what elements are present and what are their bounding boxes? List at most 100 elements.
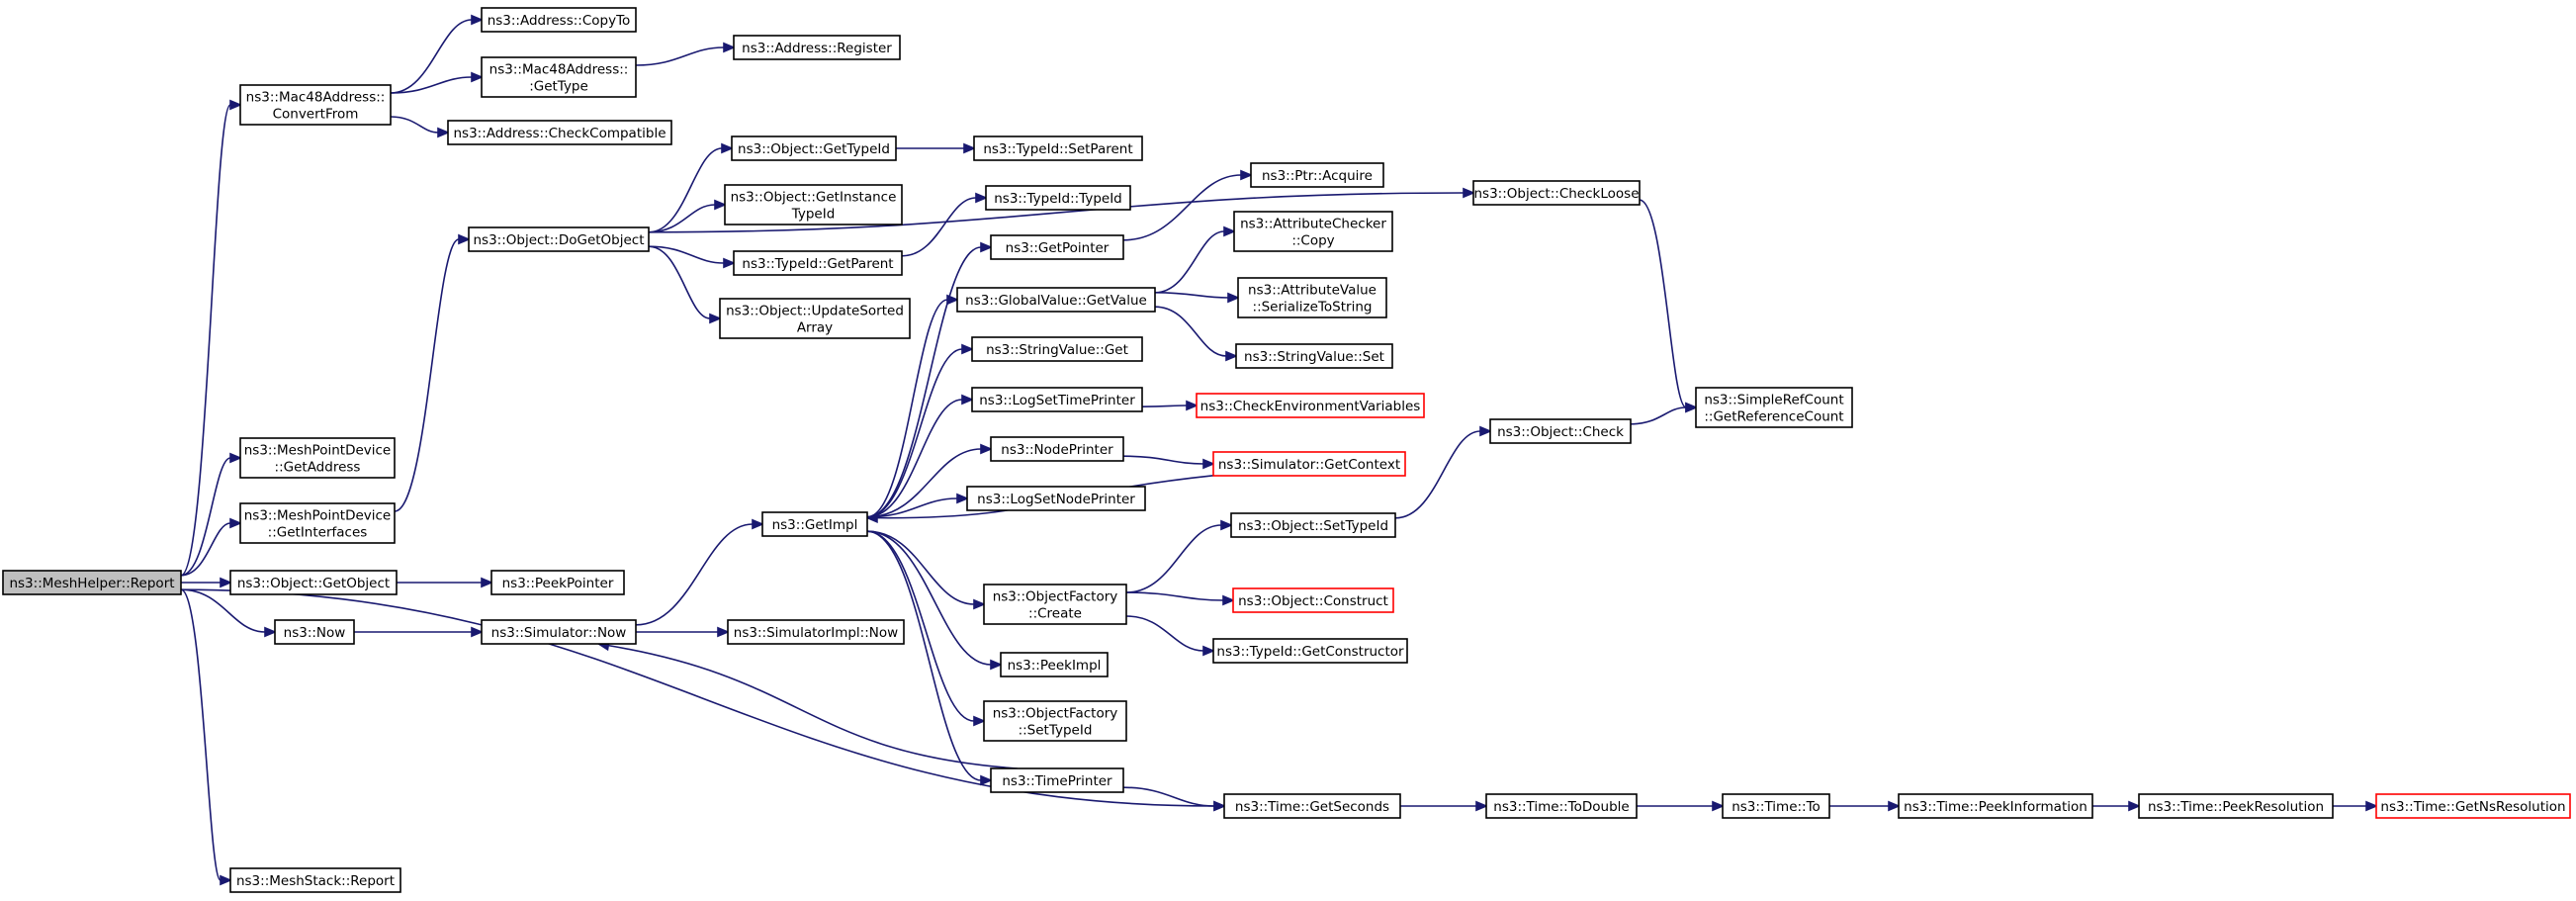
node-objfactory-settypeid[interactable]: ns3::ObjectFactory::SetTypeId [983,700,1127,742]
node-obj-getobject[interactable]: ns3::Object::GetObject [229,570,398,595]
node-dogetobject[interactable]: ns3::Object::DoGetObject [468,226,650,252]
node-peekpointer[interactable]: ns3::PeekPointer [490,570,625,595]
node-time-getnsres[interactable]: ns3::Time::GetNsResolution [2375,793,2571,819]
node-time-peekinfo[interactable]: ns3::Time::PeekInformation [1898,793,2093,819]
node-getimpl[interactable]: ns3::GetImpl [761,511,868,537]
node-getpointer[interactable]: ns3::GetPointer [990,234,1124,260]
node-label-mp-getaddress-0: ns3::MeshPointDevice [244,442,392,458]
node-checkenvvars[interactable]: ns3::CheckEnvironmentVariables [1196,393,1425,418]
node-obj-construct[interactable]: ns3::Object::Construct [1232,587,1394,613]
node-label-stringvalue-get-0: ns3::StringValue::Get [986,342,1128,358]
arrowhead-time-to-to-time-peekinfo [1888,800,1902,812]
node-obj-checkloose[interactable]: ns3::Object::CheckLoose [1472,180,1641,206]
node-box-stringvalue-get [971,336,1143,362]
node-label-addr-register-0: ns3::Address::Register [742,41,892,56]
node-timeprinter[interactable]: ns3::TimePrinter [990,767,1124,793]
node-time-getseconds[interactable]: ns3::Time::GetSeconds [1223,793,1401,819]
node-label-gv-getvalue-0: ns3::GlobalValue::GetValue [965,293,1147,309]
edge-dogetobject-to-obj-checkloose [648,192,1465,233]
node-attrvalue-serialize[interactable]: ns3::AttributeValue::SerializeToString [1237,277,1387,318]
node-report[interactable]: ns3::MeshHelper::Report [2,570,182,595]
node-box-getpointer [990,234,1124,260]
node-obj-check[interactable]: ns3::Object::Check [1489,418,1632,444]
node-box-obj-checkloose [1472,180,1641,206]
node-obj-gettypeid[interactable]: ns3::Object::GetTypeId [731,135,897,161]
node-label-obj-checkloose-0: ns3::Object::CheckLoose [1473,186,1639,202]
arrowhead-dogetobject-to-typeid-getparent [723,257,737,269]
node-objfactory-create[interactable]: ns3::ObjectFactory::Create [983,584,1127,625]
node-simimpl-now[interactable]: ns3::SimulatorImpl::Now [727,619,905,645]
node-box-dogetobject [468,226,650,252]
arrowhead-mp-getinterfaces-to-dogetobject [458,233,472,245]
node-attrchecker-copy[interactable]: ns3::AttributeChecker::Copy [1233,211,1393,252]
node-gv-getvalue[interactable]: ns3::GlobalValue::GetValue [956,287,1156,313]
arrowhead-report-to-mp-getinterfaces [229,517,243,529]
arrowhead-sim-getcontext-to-getimpl [864,512,878,524]
node-logsettimeprinter[interactable]: ns3::LogSetTimePrinter [971,387,1143,412]
node-box-timeprinter [990,767,1124,793]
node-time-to[interactable]: ns3::Time::To [1722,793,1830,819]
node-now[interactable]: ns3::Now [274,619,355,645]
node-mp-getaddress[interactable]: ns3::MeshPointDevice::GetAddress [239,437,396,479]
node-logsetnodeprinter[interactable]: ns3::LogSetNodePrinter [966,486,1146,511]
node-box-getimpl [761,511,868,537]
node-label-sim-getcontext-0: ns3::Simulator::GetContext [1218,457,1400,473]
node-label-time-to-0: ns3::Time::To [1732,799,1821,815]
node-time-todouble[interactable]: ns3::Time::ToDouble [1485,793,1638,819]
arrowhead-time-peekinfo-to-time-peekres [2128,800,2142,812]
node-time-peekres[interactable]: ns3::Time::PeekResolution [2138,793,2334,819]
arrowhead-getpointer-to-ptr-acquire [1240,169,1254,181]
arrowhead-mac-gettype-to-addr-register [723,42,737,53]
arrowhead-gv-getvalue-to-attrvalue-serialize [1227,292,1241,304]
arrowhead-typeid-getparent-to-typeid-typeid [975,192,989,204]
node-ptr-acquire[interactable]: ns3::Ptr::Acquire [1250,162,1384,188]
node-box-time-todouble [1485,793,1638,819]
node-label-obj-gettypeid-0: ns3::Object::GetTypeId [738,141,890,157]
node-label-time-peekinfo-0: ns3::Time::PeekInformation [1904,799,2087,815]
node-label-obj-check-0: ns3::Object::Check [1497,424,1624,440]
node-peekimpl[interactable]: ns3::PeekImpl [1000,652,1109,677]
node-copyto[interactable]: ns3::Address::CopyTo [481,7,637,33]
node-box-logsettimeprinter [971,387,1143,412]
node-addr-register[interactable]: ns3::Address::Register [733,35,901,60]
node-stringvalue-get[interactable]: ns3::StringValue::Get [971,336,1143,362]
node-checkcompatible[interactable]: ns3::Address::CheckCompatible [447,120,672,145]
node-typeid-getparent[interactable]: ns3::TypeId::GetParent [733,250,903,276]
node-box-time-getnsres [2375,793,2571,819]
edges-layer [180,14,2379,886]
node-typeid-setparent[interactable]: ns3::TypeId::SetParent [973,135,1143,161]
arrowhead-getimpl-to-getpointer [980,241,994,253]
node-typeid-typeid[interactable]: ns3::TypeId::TypeId [985,185,1131,211]
node-label-attrchecker-copy-1: ::Copy [1291,232,1334,248]
node-box-time-peekinfo [1898,793,2093,819]
node-box-updatesortedarray [719,298,911,339]
arrowhead-convertfrom-to-copyto [471,14,485,26]
node-box-mp-getinterfaces [239,502,396,544]
node-box-objfactory-create [983,584,1127,625]
node-mac-gettype[interactable]: ns3::Mac48Address:::GetType [481,56,637,98]
node-sim-now[interactable]: ns3::Simulator::Now [481,619,637,645]
node-box-time-to [1722,793,1830,819]
arrowhead-report-to-now [264,626,278,638]
node-typeid-getconstructor[interactable]: ns3::TypeId::GetConstructor [1212,638,1408,664]
arrowhead-dogetobject-to-updatesortedarray [709,313,723,324]
edge-nodeprinter-to-sim-getcontext [1122,455,1204,465]
node-label-objfactory-settypeid-1: ::SetTypeId [1019,722,1093,738]
node-meshstack-report[interactable]: ns3::MeshStack::Report [229,867,401,893]
arrowhead-report-to-obj-getobject [220,577,233,588]
node-simplerefcount[interactable]: ns3::SimpleRefCount::GetReferenceCount [1695,387,1853,428]
edge-objfactory-create-to-typeid-getconstructor [1125,615,1204,652]
node-box-logsetnodeprinter [966,486,1146,511]
node-convertfrom[interactable]: ns3::Mac48Address::ConvertFrom [239,84,392,126]
node-box-mp-getaddress [239,437,396,479]
node-mp-getinterfaces[interactable]: ns3::MeshPointDevice::GetInterfaces [239,502,396,544]
node-nodeprinter[interactable]: ns3::NodePrinter [990,436,1124,462]
node-obj-settypeid[interactable]: ns3::Object::SetTypeId [1230,512,1396,538]
node-sim-getcontext[interactable]: ns3::Simulator::GetContext [1212,451,1406,477]
node-label-updatesortedarray-0: ns3::Object::UpdateSorted [726,303,904,318]
node-stringvalue-set[interactable]: ns3::StringValue::Set [1235,343,1393,369]
node-label-convertfrom-1: ConvertFrom [273,106,359,122]
edge-sim-now-to-getimpl [635,523,754,626]
